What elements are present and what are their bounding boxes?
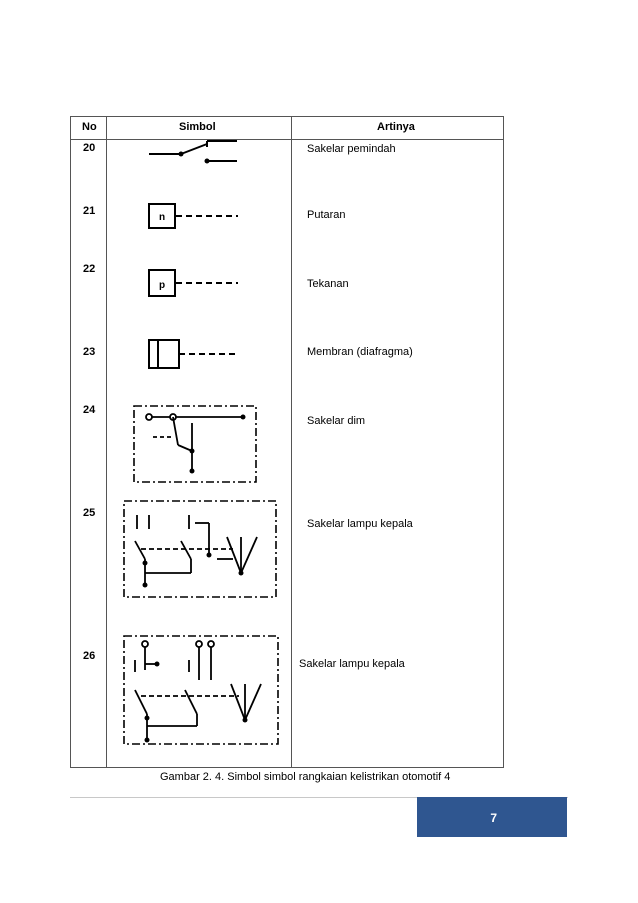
header-artinya: Artinya	[377, 121, 415, 133]
row-number-26: 26	[83, 650, 96, 662]
header-divider	[71, 139, 503, 140]
membrane-symbol	[148, 339, 238, 369]
meaning-23: Membran (diafragma)	[307, 346, 413, 358]
meaning-25: Sakelar lampu kepala	[307, 518, 413, 530]
pressure-symbol: p	[148, 269, 238, 297]
meaning-26: Sakelar lampu kepala	[299, 658, 405, 670]
row-number-22: 22	[83, 263, 96, 275]
meaning-21: Putaran	[307, 209, 346, 221]
row-number-20: 20	[83, 142, 96, 154]
meaning-20: Sakelar pemindah	[307, 143, 396, 155]
page-number: 7	[490, 811, 497, 825]
page-number-box: 7	[417, 797, 567, 837]
rotation-symbol: n	[148, 203, 238, 229]
column-divider	[106, 117, 107, 767]
row-number-23: 23	[83, 346, 96, 358]
figure-caption: Gambar 2. 4. Simbol simbol rangkaian kel…	[160, 771, 451, 783]
row-number-21: 21	[83, 205, 96, 217]
header-no: No	[82, 121, 97, 133]
rotation-letter: n	[159, 212, 165, 223]
header-simbol: Simbol	[179, 121, 216, 133]
footer-rule	[70, 797, 568, 798]
changeover-switch-symbol	[149, 140, 237, 164]
dim-switch-symbol	[133, 405, 257, 483]
pressure-letter: p	[159, 280, 165, 291]
column-divider	[291, 117, 292, 767]
headlamp-switch-symbol-26	[123, 635, 279, 745]
meaning-22: Tekanan	[307, 278, 349, 290]
row-number-25: 25	[83, 507, 96, 519]
symbol-table: No Simbol Artinya 20 21 22 23 24 25 26 S…	[70, 116, 504, 768]
row-number-24: 24	[83, 404, 96, 416]
meaning-24: Sakelar dim	[307, 415, 366, 427]
headlamp-switch-symbol-25	[123, 500, 277, 598]
